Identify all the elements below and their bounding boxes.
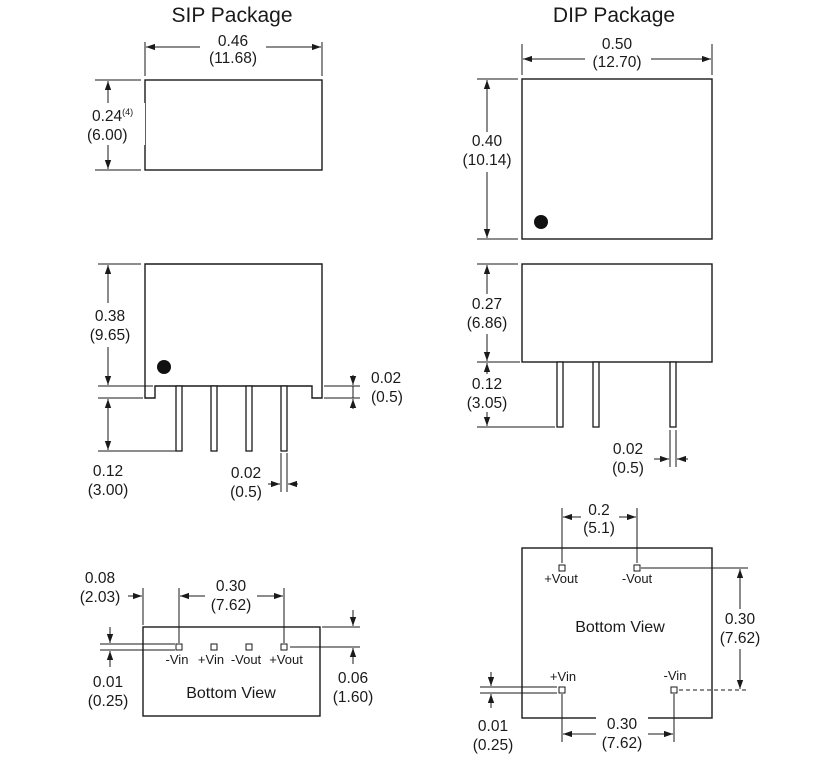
dip-height-in: 0.40 — [472, 133, 503, 150]
dip-pin-label-top-left: +Vout — [544, 571, 578, 586]
dip-pin-label-top-right: -Vout — [622, 571, 653, 586]
sip-pin-length-in: 0.12 — [93, 463, 123, 480]
dip-pitch-in: 0.2 — [588, 502, 610, 519]
sip-height-in: 0.24(4) — [92, 107, 133, 125]
sip-height-mm: (6.00) — [87, 127, 128, 144]
dip-pad-bottom-left — [558, 686, 566, 694]
dip-pad-size-mm: (0.25) — [473, 737, 514, 754]
sip-pad-2 — [210, 643, 218, 651]
sip-top-body — [144, 79, 323, 171]
sip-width-in: 0.46 — [218, 33, 248, 50]
dip-pin-length-in: 0.12 — [472, 376, 502, 393]
dip-title: DIP Package — [553, 4, 675, 27]
sip-side-height-mm: (9.65) — [90, 327, 131, 344]
sip-bottom-view-label: Bottom View — [186, 685, 276, 702]
dip-bottom-view-label: Bottom View — [575, 619, 665, 636]
dip-pad-size-in: 0.01 — [478, 718, 508, 735]
dip-side-body — [521, 263, 713, 363]
sip-pin-width-in: 0.02 — [231, 465, 261, 482]
sip-depth-in: 0.06 — [338, 670, 368, 687]
sip-bottom-view: -Vin +Vin -Vout +Vout Bottom View 0.08 (… — [80, 570, 374, 717]
dip-top-view: 0.50 (12.70) 0.40 (10.14) — [458, 36, 713, 240]
sip-depth-mm: (1.60) — [333, 689, 374, 706]
dip-leg-2 — [592, 361, 600, 428]
sip-pin-width-mm: (0.5) — [230, 484, 262, 501]
sip-pad-size-in: 0.01 — [93, 674, 123, 691]
dip-leg-3 — [669, 361, 677, 428]
dip-bottom-view: +Vout -Vout +Vin -Vin Bottom View 0.2 (5… — [473, 502, 766, 754]
dip-side-height-mm: (6.86) — [467, 315, 508, 332]
dip-side-view: 0.27 (6.86) 0.12 (3.05) 0.02 (0.5) — [462, 263, 713, 477]
dip-pin-span-in: 0.30 — [607, 716, 638, 733]
sip-package: SIP Package 0.46 (11.68) 0.24(4) (6.00) — [80, 4, 403, 717]
dip-side-height-in: 0.27 — [472, 296, 502, 313]
dip-height-mm: (10.14) — [462, 152, 511, 169]
dip-row-span-mm: (7.62) — [720, 630, 761, 647]
sip-side-view: 0.38 (9.65) 0.12 (3.00) 0.02 (0.5) 0.02 … — [86, 263, 403, 501]
sip-pin-span-in: 0.30 — [216, 578, 247, 595]
dip-pin-span-mm: (7.62) — [602, 735, 643, 752]
dip-pin-label-bottom-left: +Vin — [550, 669, 576, 684]
sip-pad-1 — [175, 643, 183, 651]
sip-pin-label-2: +Vin — [198, 652, 224, 667]
sip-width-mm: (11.68) — [209, 50, 257, 67]
sip-title: SIP Package — [171, 4, 292, 27]
sip-leg-3 — [245, 385, 253, 452]
dip-pad-top-right — [633, 564, 641, 572]
dip-pad-top-left — [558, 564, 566, 572]
sip-pin-label-1: -Vin — [166, 652, 189, 667]
dip-pin1-dot — [534, 215, 548, 229]
sip-side-height-in: 0.38 — [95, 308, 125, 325]
sip-leg-4 — [280, 385, 288, 452]
sip-leg-1 — [175, 385, 183, 452]
dip-pad-bottom-right — [670, 686, 678, 694]
sip-offset-in: 0.08 — [85, 570, 115, 587]
dip-pin-label-bottom-right: -Vin — [664, 668, 687, 683]
sip-pin-label-3: -Vout — [231, 652, 262, 667]
sip-pin-label-4: +Vout — [269, 652, 303, 667]
dip-pin-width-mm: (0.5) — [612, 460, 644, 477]
sip-pin1-dot — [157, 360, 171, 374]
dip-pin-length-mm: (3.05) — [467, 395, 508, 412]
sip-pad-size-mm: (0.25) — [88, 693, 129, 710]
dip-row-span-in: 0.30 — [725, 611, 756, 628]
sip-leg-2 — [210, 385, 218, 452]
dip-package: DIP Package 0.50 (12.70) 0.40 (10.14) — [458, 4, 766, 754]
sip-pin-span-mm: (7.62) — [211, 597, 252, 614]
dip-width-in: 0.50 — [602, 36, 633, 53]
sip-side-body — [144, 263, 323, 399]
sip-bottom-body — [142, 626, 321, 717]
sip-standoff-in: 0.02 — [371, 370, 401, 387]
sip-pad-4 — [280, 643, 288, 651]
sip-pin-length-mm: (3.00) — [88, 482, 129, 499]
dip-width-mm: (12.70) — [592, 54, 641, 71]
dip-top-body — [521, 78, 713, 240]
sip-offset-mm: (2.03) — [80, 589, 121, 606]
sip-pad-3 — [245, 643, 253, 651]
dip-pin-width-in: 0.02 — [613, 441, 643, 458]
sip-standoff-mm: (0.5) — [371, 389, 403, 406]
sip-top-view: 0.46 (11.68) 0.24(4) (6.00) — [85, 33, 323, 171]
dip-pitch-mm: (5.1) — [583, 520, 615, 537]
dip-leg-1 — [556, 361, 564, 428]
